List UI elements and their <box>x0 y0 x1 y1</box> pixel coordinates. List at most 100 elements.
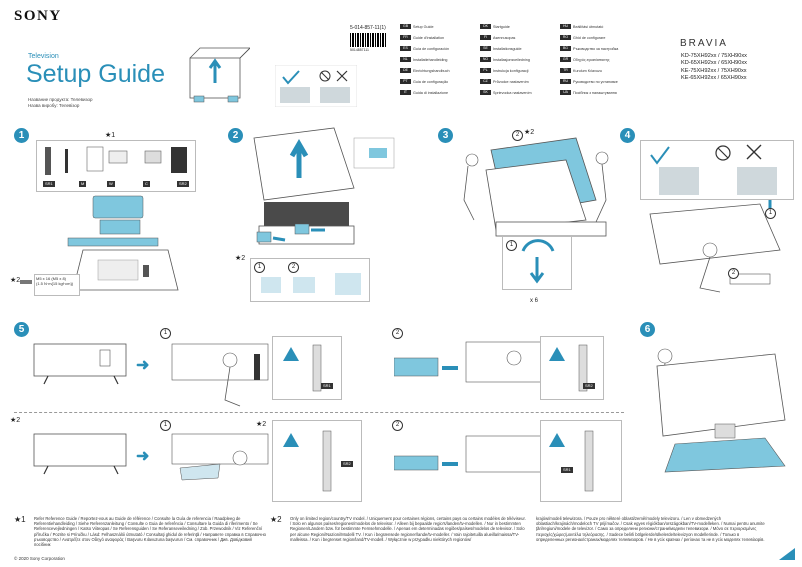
attach-alt-stand-2-illustration <box>394 435 543 473</box>
part-tag-sr2: SR2 <box>341 461 353 467</box>
part-tag-sr1: SR1 <box>43 181 55 187</box>
model-item: KE-75XH92xx / 75XH90xx <box>681 67 747 74</box>
language-label: Asennusopas <box>493 35 516 40</box>
corner-logo-icon <box>779 548 795 560</box>
footnote-star-1: ★1 <box>105 132 116 139</box>
stand-tv-upright-illustration <box>656 348 786 473</box>
language-label: Installatiehandleiding <box>413 57 448 62</box>
next-arrow: ➜ <box>136 357 150 374</box>
language-code: PL <box>480 68 491 73</box>
alt-screw-detail-2-illustration <box>549 430 594 492</box>
place-tv-illustration <box>649 200 781 293</box>
language-label: Ръководство за настройка <box>573 46 619 51</box>
sony-logo: SONY <box>14 8 62 24</box>
language-label: Průvodce nastavením <box>493 79 529 84</box>
language-code: BG <box>560 46 571 51</box>
language-code: SE <box>480 46 491 51</box>
step-4-badge: 4 <box>620 128 635 143</box>
language-code: RO <box>560 35 571 40</box>
clip-illustration <box>261 273 361 295</box>
page-title: Setup Guide <box>26 60 165 88</box>
model-item: KD-65XH92xx / 65XH90xx <box>681 60 747 67</box>
language-code: RU <box>560 79 571 84</box>
accessories-panel: SR1 M W C SR2 <box>36 140 196 192</box>
model-item: KD-75XH92xx / 75XH90xx <box>681 53 747 59</box>
tv-stand-illustration <box>67 195 179 291</box>
language-code: DE <box>400 68 411 73</box>
barcode-number: 5014857111 <box>350 48 369 52</box>
step-3-badge: 3 <box>438 128 453 143</box>
screw-detail-2-illustration <box>549 344 588 392</box>
rotate-panel: 1 <box>502 236 572 290</box>
barcode <box>350 33 386 47</box>
substep-1: 1 <box>254 262 265 273</box>
bravia-logo: BRAVIA <box>680 38 728 49</box>
product-type: Television <box>28 53 59 60</box>
detail-alt-panel: SR2 <box>272 420 362 502</box>
attach-stand-illustration <box>171 343 269 407</box>
part-tag-sr2: SR2 <box>177 181 189 187</box>
model-list: KD-75XH92xx / 75XH90xx KD-65XH92xx / 65X… <box>681 53 747 82</box>
handling-panel <box>640 140 794 200</box>
language-code: CZ <box>480 79 491 84</box>
language-code: IT <box>400 90 411 95</box>
product-names-local: Название продукта: Телевизор Назва вироб… <box>28 97 93 108</box>
language-label: Ghid de configurare <box>573 35 606 40</box>
remove-foam-illustration <box>256 223 325 243</box>
language-label: Sprievodca nastavením <box>493 90 532 95</box>
doc-number: 5-014-857-11(1) <box>350 25 386 31</box>
language-label: Guía de configuración <box>413 46 450 51</box>
language-code: GB <box>400 24 411 29</box>
footnote-star-2: ★2 <box>524 129 535 136</box>
rotate-illustration <box>521 239 555 284</box>
substep-2: 2 <box>288 262 299 273</box>
step-6-badge: 6 <box>640 322 655 337</box>
model-item: KE-65XH92xx / 65XH90xx <box>681 74 747 81</box>
step-5-badge: 5 <box>14 322 29 337</box>
substep-1: 1 <box>765 208 776 219</box>
tv-back-alt-illustration <box>33 433 127 475</box>
language-label: Guia de configuração <box>413 79 449 84</box>
language-label: Beállítási útmutató <box>573 24 604 29</box>
handling-do-dont-illustration <box>650 144 777 195</box>
screw-icon <box>20 280 32 284</box>
substep-2: 2 <box>512 130 523 141</box>
screw-detail-illustration <box>283 344 322 392</box>
footnote-star-2: ★2 <box>235 255 246 262</box>
language-label: Startguide <box>493 24 510 29</box>
language-label: Instrukcja konfiguracji <box>493 68 529 73</box>
footnote-1-mark: ★1 <box>14 515 26 524</box>
do-dont-illustration <box>275 65 357 107</box>
substep-1: 1 <box>160 328 171 339</box>
language-label: Guida di installazione <box>413 90 449 95</box>
language-label: Guide d'installation <box>413 35 445 40</box>
substep-2: 2 <box>392 328 403 339</box>
substep-2: 2 <box>728 268 739 279</box>
copyright: © 2020 Sony Corporation <box>14 556 65 561</box>
language-code: PT <box>400 79 411 84</box>
language-code: FI <box>480 35 491 40</box>
detail-alt-panel-2: SR1 <box>540 420 622 502</box>
footnote-2-mark: ★2 <box>270 515 282 524</box>
attach-stand-2-illustration <box>394 341 543 383</box>
substep-1: 1 <box>506 240 517 251</box>
language-code: TR <box>560 68 571 73</box>
language-label: Installasjonsveiledning <box>493 57 530 62</box>
